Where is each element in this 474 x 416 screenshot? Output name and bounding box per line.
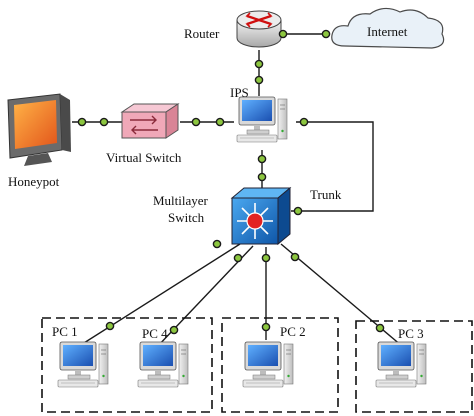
pc3-label: PC 3	[398, 326, 424, 341]
internet-label: Internet	[367, 24, 408, 39]
connector-dot	[257, 172, 267, 182]
connector-dot	[77, 117, 87, 127]
connector-dot	[321, 29, 331, 39]
pc4-computer-icon	[137, 341, 189, 388]
connector-dot	[261, 253, 271, 263]
connector-dot	[293, 206, 303, 216]
pc1-label: PC 1	[52, 324, 78, 339]
connector-dot	[233, 253, 243, 263]
connector-dot	[257, 154, 267, 164]
pc1-computer-icon	[57, 341, 109, 388]
honeypot-label: Honeypot	[8, 174, 60, 189]
pc4-label: PC 4	[142, 326, 168, 341]
connector-dot	[278, 29, 288, 39]
pc3-computer-icon	[375, 341, 427, 388]
virtual-switch-icon	[120, 103, 180, 139]
connector-dot	[215, 117, 225, 127]
connector-dot	[105, 321, 115, 331]
connector-dot	[261, 322, 271, 332]
connector-dot	[254, 59, 264, 69]
pc-group-box-right	[355, 320, 473, 413]
internet-cloud-icon	[331, 7, 445, 49]
connector-dot	[299, 117, 309, 127]
pc-group-box-left	[41, 317, 213, 413]
router-label: Router	[184, 26, 220, 41]
ips-computer-icon	[236, 96, 288, 143]
pc2-computer-icon	[242, 341, 294, 388]
trunk-label: Trunk	[310, 187, 342, 202]
link-mlswitch-pc1	[75, 243, 241, 349]
pc-group-box-middle	[221, 317, 339, 413]
pc2-label: PC 2	[280, 324, 306, 339]
connector-dot	[99, 117, 109, 127]
honeypot-monitor-icon	[7, 93, 71, 166]
connector-dot	[169, 325, 179, 335]
connector-dot	[290, 252, 300, 262]
connector-dot	[191, 117, 201, 127]
ips-label: IPS	[230, 85, 249, 100]
connector-dot	[375, 323, 385, 333]
connector-dot	[254, 75, 264, 85]
link-trunk	[291, 121, 374, 212]
router-icon	[236, 10, 282, 48]
multilayer-switch-label-line1: Multilayer	[153, 193, 209, 208]
multilayer-switch-label-line2: Switch	[168, 210, 205, 225]
connector-dot	[212, 239, 222, 249]
multilayer-switch-icon	[230, 186, 292, 246]
virtual-switch-label: Virtual Switch	[106, 150, 182, 165]
